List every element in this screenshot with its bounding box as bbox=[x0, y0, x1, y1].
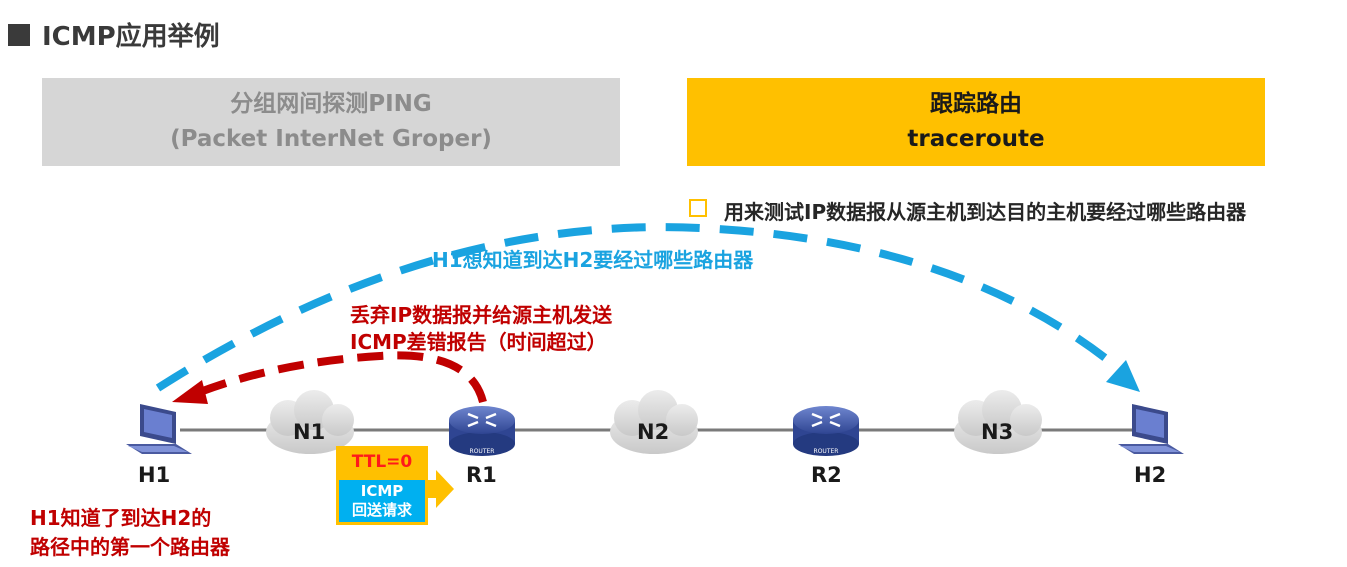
bullet-square-icon bbox=[689, 199, 707, 217]
packet-arrow-icon bbox=[428, 470, 454, 508]
blue-annotation: H1想知道到达H2要经过哪些路由器 bbox=[432, 248, 754, 272]
icmp-packet-tag: ICMP 回送请求 bbox=[336, 477, 428, 525]
title-square-icon bbox=[8, 24, 30, 46]
label-n1: N1 bbox=[293, 420, 326, 444]
bottom-note-line2: 路径中的第一个路由器 bbox=[30, 535, 230, 559]
red-annotation-line1: 丢弃IP数据报并给源主机发送 bbox=[350, 303, 613, 327]
traceroute-box: 跟踪路由 traceroute bbox=[687, 78, 1265, 166]
network-n3-cloud-icon bbox=[954, 390, 1042, 454]
page-title: ICMP应用举例 bbox=[42, 22, 220, 52]
label-n2: N2 bbox=[637, 420, 670, 444]
bullet-text: 用来测试IP数据报从源主机到达目的主机要经过哪些路由器 bbox=[724, 200, 1247, 224]
blue-arrowhead bbox=[1106, 360, 1140, 392]
router-r2-caption: ROUTER bbox=[814, 448, 839, 455]
router-r2-router-icon: ROUTER bbox=[793, 406, 859, 456]
red-arc-line bbox=[198, 351, 487, 404]
label-r2: R2 bbox=[811, 463, 842, 487]
red-arrowhead bbox=[172, 380, 208, 404]
router-r1-caption: ROUTER bbox=[470, 448, 495, 455]
network-n2-cloud-icon bbox=[610, 390, 698, 454]
traceroute-box-title: 跟踪路由 bbox=[930, 91, 1022, 117]
icmp-tag-line2: 回送请求 bbox=[351, 501, 412, 519]
label-r1: R1 bbox=[466, 463, 497, 487]
red-annotation-line2: ICMP差错报告（时间超过） bbox=[350, 330, 607, 354]
router-r1-router-icon: ROUTER bbox=[449, 406, 515, 456]
label-n3: N3 bbox=[981, 420, 1014, 444]
label-h1: H1 bbox=[138, 463, 171, 487]
traceroute-box-subtitle: traceroute bbox=[907, 126, 1045, 152]
ping-box-subtitle: (Packet InterNet Groper) bbox=[170, 126, 492, 152]
icmp-tag-line1: ICMP bbox=[360, 482, 404, 500]
ping-box-title: 分组网间探测PING bbox=[230, 91, 432, 117]
ping-box: 分组网间探测PING (Packet InterNet Groper) bbox=[42, 78, 620, 166]
bottom-note-line1: H1知道了到达H2的 bbox=[30, 506, 212, 530]
host-h2-computer-icon bbox=[1118, 404, 1184, 454]
label-h2: H2 bbox=[1134, 463, 1167, 487]
blue-arc-line bbox=[155, 223, 1121, 392]
host-h1-computer-icon bbox=[126, 404, 192, 454]
ttl-tag: TTL=0 bbox=[336, 446, 428, 477]
network-n1-cloud-icon bbox=[266, 390, 354, 454]
